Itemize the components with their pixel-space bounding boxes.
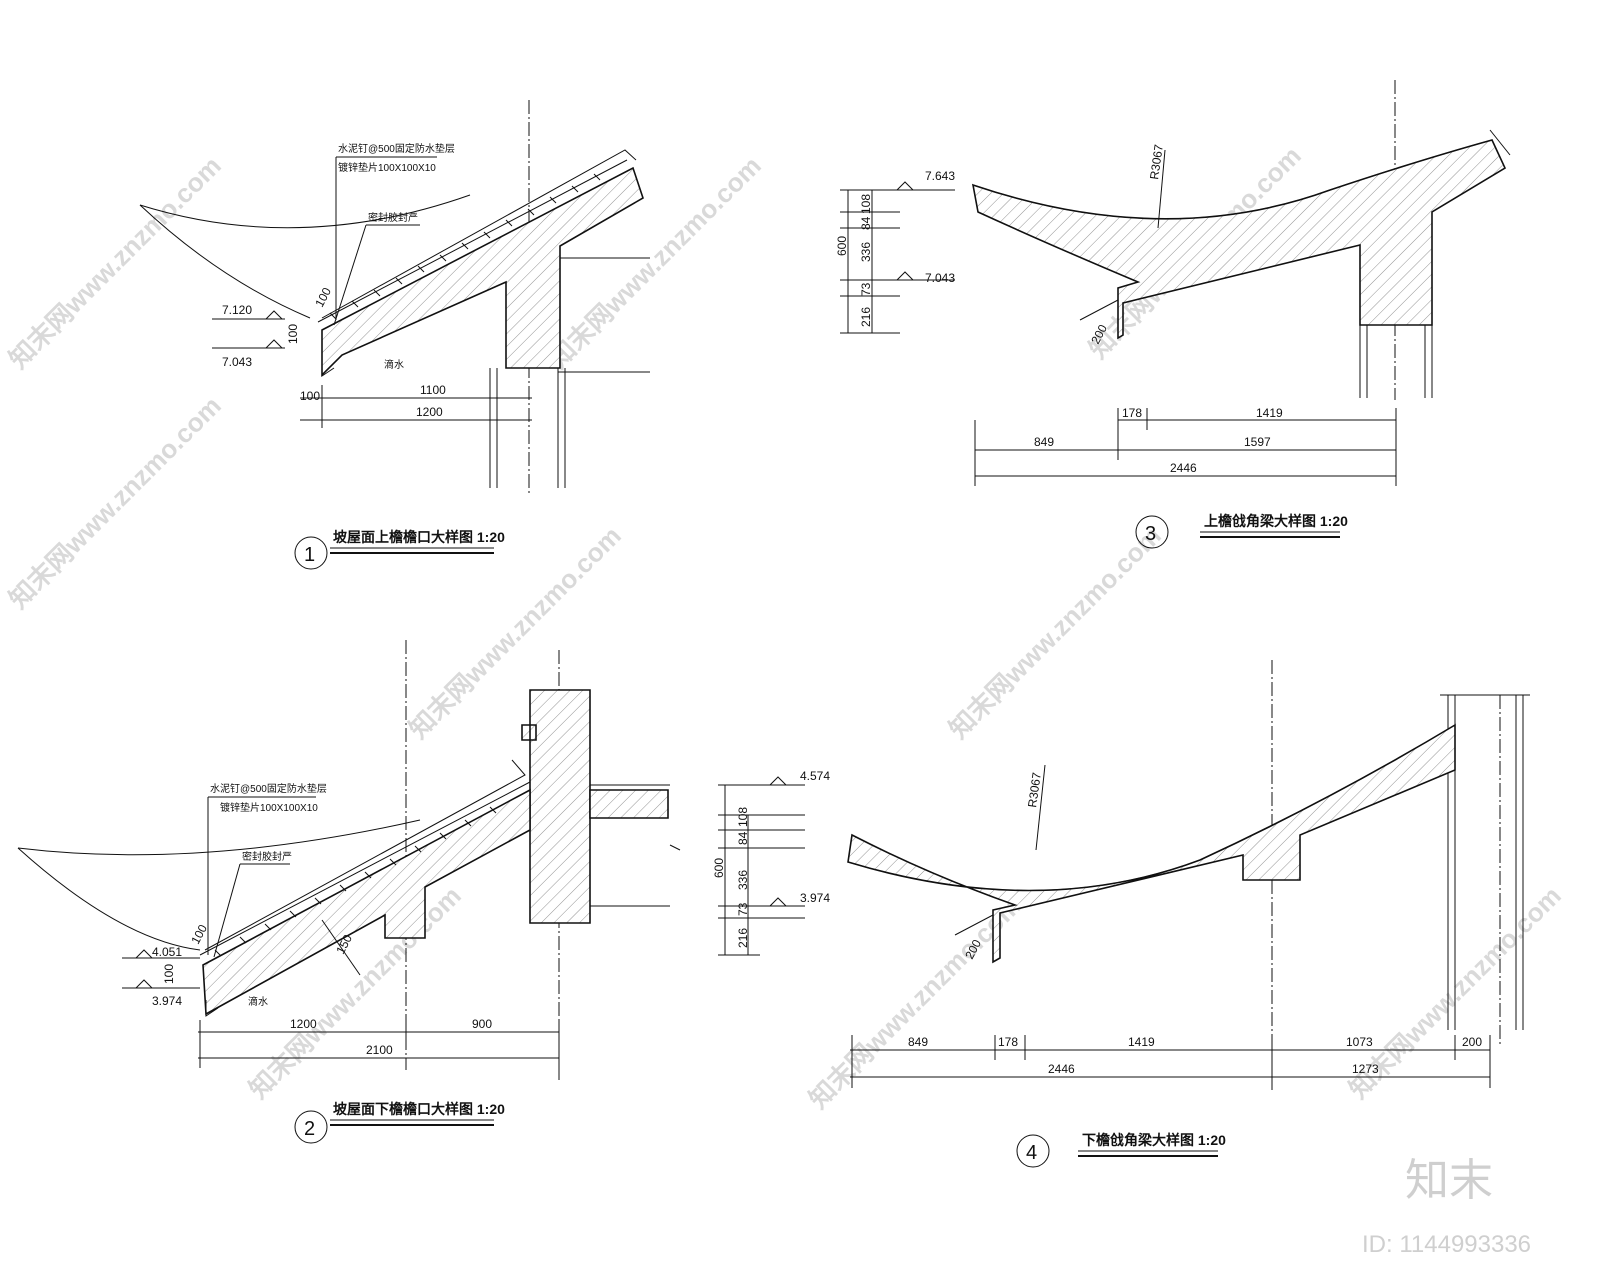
dim-text: 1073 [1346, 1035, 1373, 1049]
level-text: 7.043 [925, 271, 955, 285]
drip-label: 滴水 [248, 995, 268, 1008]
detail-number-circle [294, 1110, 328, 1144]
dim-text: 1100 [420, 383, 446, 397]
svg-text:3.974: 3.974 [152, 994, 182, 1008]
note-washer: 镀锌垫片100X100X10 [338, 161, 436, 174]
detail-number: 1 [304, 544, 315, 566]
level-marker: 4.051 [122, 945, 200, 959]
note-nail: 水泥钉@500固定防水垫层 [338, 142, 455, 155]
detail-number-circle [294, 536, 328, 570]
detail-3: R3067 200 7.643 7.043 108 84 600 336 73 … [835, 80, 1511, 549]
dim-text: 73 [736, 902, 750, 916]
dim-text: 178 [1122, 406, 1142, 420]
dim-text: 100 [312, 285, 334, 310]
detail-number: 4 [1026, 1142, 1037, 1164]
dim-text: 1419 [1256, 406, 1283, 420]
dim-text: 73 [859, 282, 873, 296]
dim-text: 1597 [1244, 435, 1271, 449]
dim-text: 2446 [1048, 1062, 1075, 1076]
radius-label: R3067 [1025, 771, 1044, 808]
dim-text: 2100 [366, 1043, 393, 1057]
detail-number: 3 [1145, 523, 1156, 545]
column-section [521, 689, 591, 924]
detail-title: 上檐戗角梁大样图 1:20 [1204, 513, 1348, 529]
radius-label: R3067 [1147, 143, 1166, 180]
eave-slab-section [202, 788, 531, 1016]
dim-text: 849 [908, 1035, 928, 1049]
detail-title: 下檐戗角梁大样图 1:20 [1082, 1132, 1226, 1148]
dim-text: 216 [736, 928, 750, 948]
dim-text: 216 [859, 307, 873, 327]
watermark-text: 知末网www.znzmo.com [543, 150, 767, 374]
dim-text: 1200 [290, 1017, 317, 1031]
beam-section [589, 789, 669, 819]
level-marker: 7.120 [212, 303, 285, 320]
detail-number-circle [1016, 1134, 1050, 1168]
note-seal: 密封胶封严 [368, 211, 418, 224]
dim-text: 100 [188, 922, 210, 947]
dim-text: 849 [1034, 435, 1054, 449]
corner-beam-section [971, 139, 1507, 340]
watermark-text: 知末网www.znzmo.com [3, 390, 227, 614]
drip-label: 滴水 [384, 358, 404, 371]
dim-text: 2446 [1170, 461, 1197, 475]
corner-beam-section [847, 723, 1456, 964]
dim-text: 178 [998, 1035, 1018, 1049]
watermark-id: ID: 1144993336 [1362, 1231, 1531, 1258]
dim-text: 600 [835, 236, 849, 256]
dim-text: 100 [286, 324, 300, 344]
watermark-text: 知末网www.znzmo.com [3, 150, 227, 374]
dim-text: 100 [300, 389, 320, 403]
detail-4: R3067 200 849 178 1419 1073 200 2446 127… [847, 660, 1530, 1168]
dim-text: 1419 [1128, 1035, 1155, 1049]
watermark-brand: 知末 [1405, 1156, 1493, 1205]
svg-text:4.051: 4.051 [152, 945, 182, 959]
dim-text: 1273 [1352, 1062, 1379, 1076]
dim-text: 1200 [416, 405, 443, 419]
detail-title: 坡屋面上檐檐口大样图 1:20 [333, 529, 505, 545]
eave-slab-section [321, 166, 644, 377]
dim-text: 84 [859, 216, 873, 230]
dim-text: 336 [859, 242, 873, 262]
level-text: 7.643 [925, 169, 955, 183]
watermark-text: 知末网www.znzmo.com [943, 520, 1167, 744]
note-nail: 水泥钉@500固定防水垫层 [210, 782, 327, 795]
dim-text: 336 [736, 870, 750, 890]
dim-text: 100 [162, 964, 176, 984]
level-text: 4.574 [800, 769, 830, 783]
dim-text: 200 [1462, 1035, 1482, 1049]
level-text: 3.974 [800, 891, 830, 905]
dim-text: 84 [736, 831, 750, 845]
dim-text: 900 [472, 1017, 492, 1031]
dim-text: 108 [736, 807, 750, 827]
watermark-text: 知末网www.znzmo.com [403, 520, 627, 744]
svg-text:7.120: 7.120 [222, 303, 252, 317]
dim-text: 600 [712, 858, 726, 878]
detail-number: 2 [304, 1118, 315, 1140]
detail-number-circle [1135, 515, 1169, 549]
level-marker: 7.043 [212, 339, 285, 369]
svg-text:7.043: 7.043 [222, 355, 252, 369]
dim-text: 108 [859, 194, 873, 214]
note-seal: 密封胶封严 [242, 850, 292, 863]
detail-title: 坡屋面下檐檐口大样图 1:20 [333, 1101, 505, 1117]
detail-1: 水泥钉@500固定防水垫层 镀锌垫片100X100X10 密封胶封严 滴水 7.… [139, 100, 650, 570]
note-washer: 镀锌垫片100X100X10 [220, 801, 318, 814]
detail-2: 水泥钉@500固定防水垫层 镀锌垫片100X100X10 密封胶封严 滴水 4.… [17, 640, 830, 1144]
level-marker: 3.974 [122, 979, 200, 1008]
